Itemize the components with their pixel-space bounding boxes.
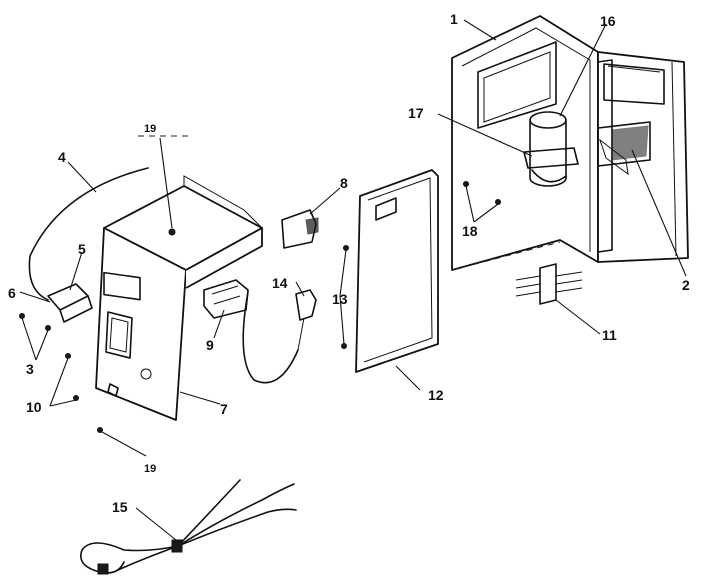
callout-2: 2 bbox=[682, 277, 690, 293]
part-5-bracket bbox=[47, 283, 93, 323]
callout-9: 9 bbox=[206, 337, 214, 353]
part-13-screws bbox=[341, 245, 349, 349]
part-17-capacitor-bracket bbox=[523, 147, 579, 183]
part-9-relay bbox=[203, 279, 299, 384]
part-8-switch bbox=[281, 209, 319, 249]
callout-18: 18 bbox=[462, 223, 478, 239]
part-4-cable bbox=[28, 167, 149, 301]
callout-6: 6 bbox=[8, 285, 16, 301]
part-14-connector bbox=[295, 289, 317, 351]
callout-7: 7 bbox=[220, 401, 228, 417]
callout-13: 13 bbox=[332, 291, 348, 307]
callout-15: 15 bbox=[112, 499, 128, 515]
leader-lines bbox=[19, 19, 687, 541]
callout-5: 5 bbox=[78, 241, 86, 257]
callout-12: 12 bbox=[428, 387, 444, 403]
part-12-side-panel bbox=[355, 169, 439, 373]
part-16-capacitor bbox=[529, 111, 567, 187]
part-3-screws bbox=[19, 313, 51, 331]
callout-4: 4 bbox=[58, 149, 66, 165]
part-7-control-box bbox=[95, 175, 263, 421]
callout-labels: 1 2 3 4 5 6 7 8 9 10 11 12 13 14 15 16 1… bbox=[8, 11, 690, 515]
callout-17: 17 bbox=[408, 105, 424, 121]
callout-8: 8 bbox=[340, 175, 348, 191]
part-19-screws bbox=[97, 228, 176, 433]
callout-19-top: 19 bbox=[144, 123, 156, 135]
part-2-vent-grille bbox=[597, 121, 651, 176]
callout-3: 3 bbox=[26, 361, 34, 377]
callout-14: 14 bbox=[272, 275, 288, 291]
part-15-wire-harness bbox=[80, 479, 297, 575]
callout-1: 1 bbox=[450, 11, 458, 27]
callout-19-bottom: 19 bbox=[144, 463, 156, 475]
callout-11: 11 bbox=[602, 327, 617, 343]
callout-16: 16 bbox=[600, 13, 616, 29]
callout-10: 10 bbox=[26, 399, 42, 415]
part-11-terminal-block bbox=[515, 263, 583, 305]
